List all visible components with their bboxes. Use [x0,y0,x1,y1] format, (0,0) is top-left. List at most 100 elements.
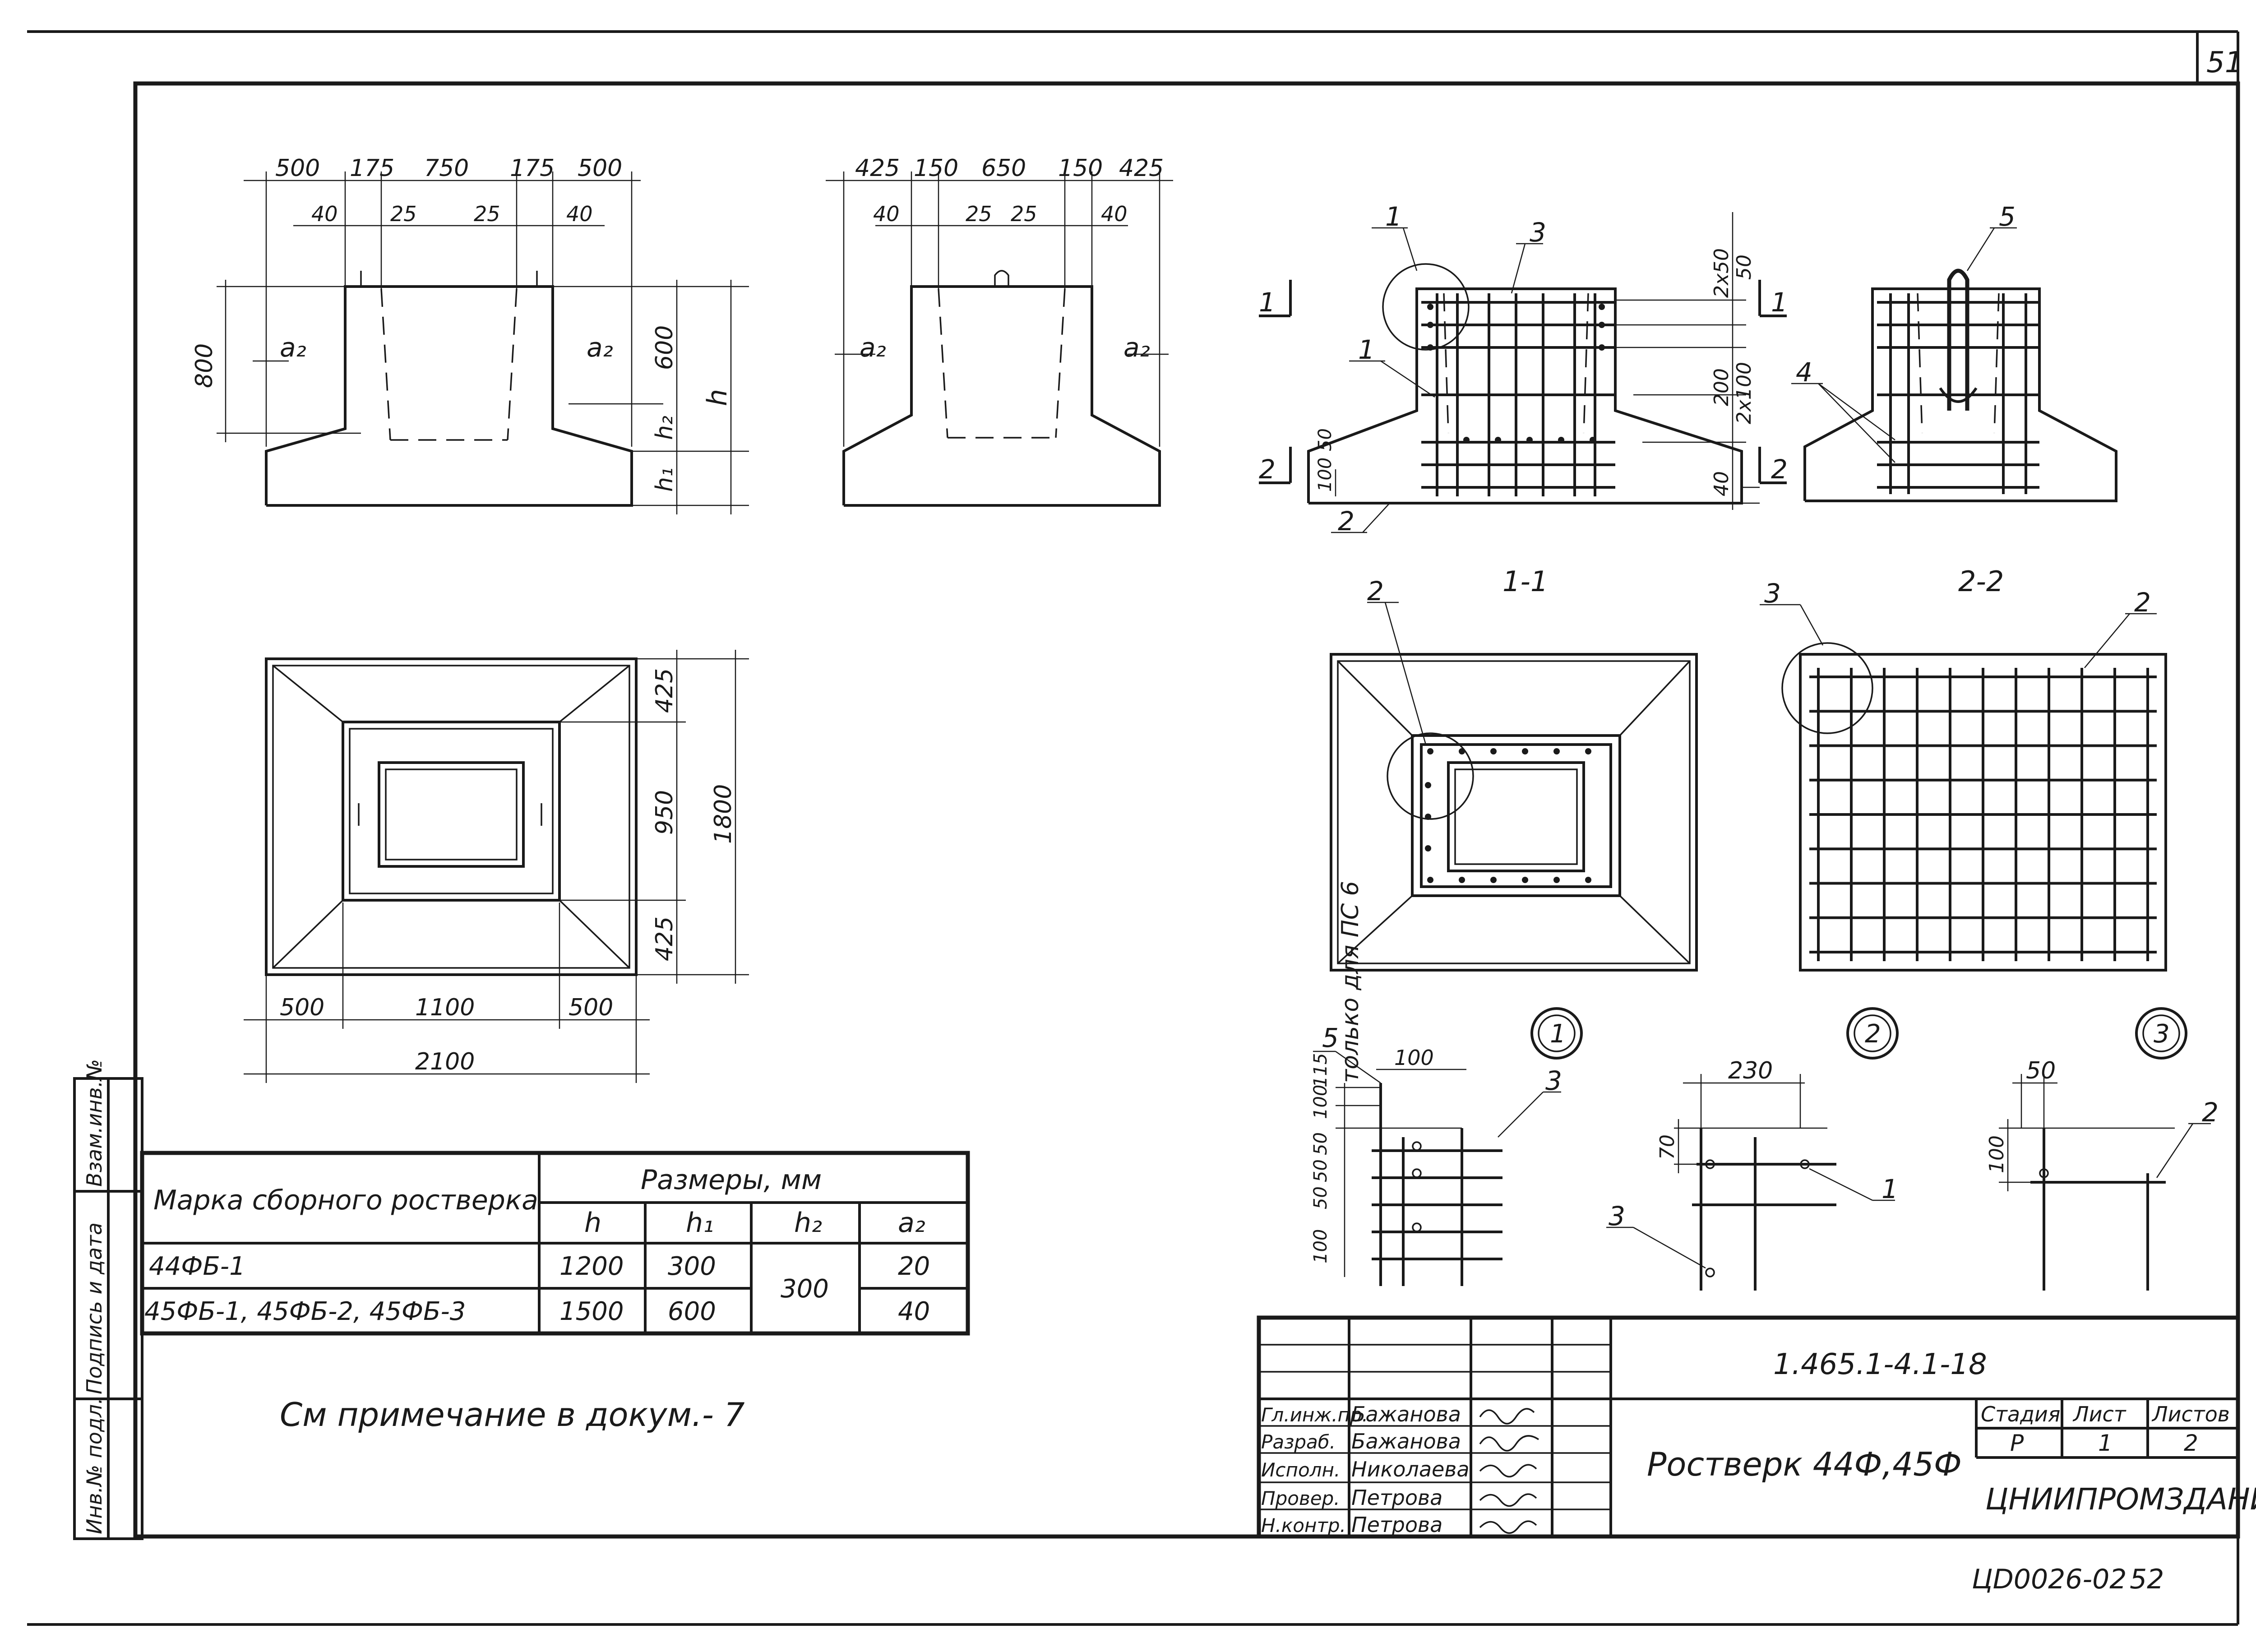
reinf-callout-1a: 1 [1385,201,1402,232]
detail-1-dim-100-bottom: 100 [1310,1229,1331,1263]
detail-3-callout-2: 2 [2202,1097,2219,1128]
front-a2-right: a₂ [587,332,613,363]
sheet-value: 1 [2098,1430,2113,1456]
organization: ЦНИИПРОМЗДАНИЙ [1985,1481,2256,1517]
sheets-header: Листов [2151,1402,2230,1426]
name-chief-engineer: Бажанова [1351,1402,1461,1426]
detail-2-dim-70: 70 [1656,1134,1679,1160]
plan-view [244,650,749,1083]
front-inner-25-left: 25 [390,202,417,226]
reinf-side-callout-5: 5 [1999,201,2016,232]
table-subheader-h1: h₁ [686,1207,714,1239]
table-row2-h: 1500 [559,1297,624,1326]
side-dim-425-right: 425 [1119,155,1164,182]
side-inner-25-right: 25 [1011,202,1037,226]
side-a2-right: a₂ [1123,332,1150,363]
detail-3 [1999,1007,2211,1291]
stamp-inv-podl: Инв.№ подл. [82,1397,106,1534]
section-1-callout-2: 2 [1367,576,1384,606]
section-2-callout-3: 3 [1764,578,1781,609]
front-dim-175-left: 175 [350,155,394,182]
table-row1-h: 1200 [559,1252,624,1281]
detail-1-note: только для ПС 6 [1337,881,1364,1083]
table-header-sizes: Размеры, мм [641,1164,822,1196]
plan-dim-500-left: 500 [280,994,324,1021]
front-dim-h1: h₁ [651,467,678,492]
front-dim-500-right: 500 [578,155,622,182]
detail-2-marker: 2 [1865,1019,1881,1049]
side-dim-150-left: 150 [914,155,958,182]
detail-1-dim-50b: 50 [1310,1159,1331,1182]
archive-code: ЦD0026-02 [1972,1564,2127,1595]
corner-page-number: 51 [2206,46,2243,79]
reinf-dim-50-left: 50 [1315,428,1336,451]
front-dim-750: 750 [424,155,469,182]
reinf-front-view [1259,212,1787,533]
title-block [1257,1315,2240,1539]
role-norm-control: Н.контр. [1261,1514,1346,1536]
section-1-1 [1330,602,1698,972]
side-dim-150-right: 150 [1058,155,1103,182]
detail-1-marker: 1 [1550,1019,1566,1049]
side-inner-25-left: 25 [966,202,992,226]
reinf-callout-3: 3 [1530,217,1546,248]
reinf-dim-2x50: 2x50 [1710,248,1733,298]
role-checker: Провер. [1261,1487,1340,1509]
detail-2-callout-1: 1 [1882,1174,1898,1204]
plan-dim-500-right: 500 [569,994,613,1021]
front-inner-40-left: 40 [311,202,338,226]
detail-1 [1313,1007,1583,1286]
detail-1-dim-115: 115 [1310,1053,1331,1087]
plan-dim-425-top: 425 [651,668,678,713]
name-executor: Николаева [1351,1457,1470,1481]
table-row2-h1: 600 [668,1297,716,1326]
doc-code: 1.465.1-4.1-18 [1773,1348,1987,1381]
archive-page: 52 [2130,1564,2164,1595]
name-checker: Петрова [1351,1485,1442,1510]
table-subheader-h2: h₂ [794,1207,822,1239]
table-row1-h1: 300 [668,1252,716,1281]
plan-dim-1100: 1100 [415,994,475,1021]
table-subheader-a2: a₂ [898,1207,925,1239]
side-dim-425-left: 425 [855,155,900,182]
detail-2-callout-3: 3 [1609,1201,1625,1231]
section-2-callout-2: 2 [2134,587,2151,618]
role-developer: Разраб. [1261,1431,1336,1453]
table-row1-a2: 20 [898,1252,930,1281]
detail-1-callout-5: 5 [1322,1023,1339,1053]
stamp-podpis-data: Подпись и дата [82,1222,106,1394]
name-developer: Бажанова [1351,1429,1461,1453]
section-2-title: 2-2 [1958,565,2004,598]
detail-1-dim-50c: 50 [1310,1186,1331,1209]
reinf-dim-200: 200 [1710,368,1733,406]
front-view [217,171,749,514]
sheets-value: 2 [2184,1430,2198,1456]
reinf-dim-2x100: 2x100 [1733,362,1756,424]
front-dim-600: 600 [651,325,678,370]
side-dim-650: 650 [981,155,1026,182]
plan-dim-1800: 1800 [710,784,737,844]
front-a2-left: a₂ [280,332,306,363]
plan-dim-950: 950 [651,790,678,835]
front-inner-25-right: 25 [474,202,500,226]
front-dim-500-left: 500 [275,155,320,182]
stage-value: Р [2010,1430,2024,1456]
front-dim-175-right: 175 [510,155,555,182]
role-executor: Исполн. [1261,1459,1340,1481]
side-inner-40-right: 40 [1101,202,1128,226]
side-view [826,171,1173,507]
detail-1-callout-3: 3 [1545,1065,1562,1096]
section-mark-2-left: 2 [1259,454,1276,485]
front-dim-h: h [702,389,733,406]
section-mark-1-left: 1 [1259,287,1276,318]
reinf-callout-2: 2 [1338,506,1355,537]
dimensions-table [140,1151,970,1336]
reinf-dim-100: 100 [1315,458,1336,492]
reinf-side-view [1791,227,2117,502]
table-header-mark: Марка сборного ростверка [153,1185,538,1216]
reference-note: См примечание в докум.- 7 [280,1396,745,1434]
table-subheader-h: h [584,1207,601,1239]
sheet-frame [27,30,2240,1626]
role-chief-engineer: Гл.инж.пр. [1261,1404,1368,1426]
